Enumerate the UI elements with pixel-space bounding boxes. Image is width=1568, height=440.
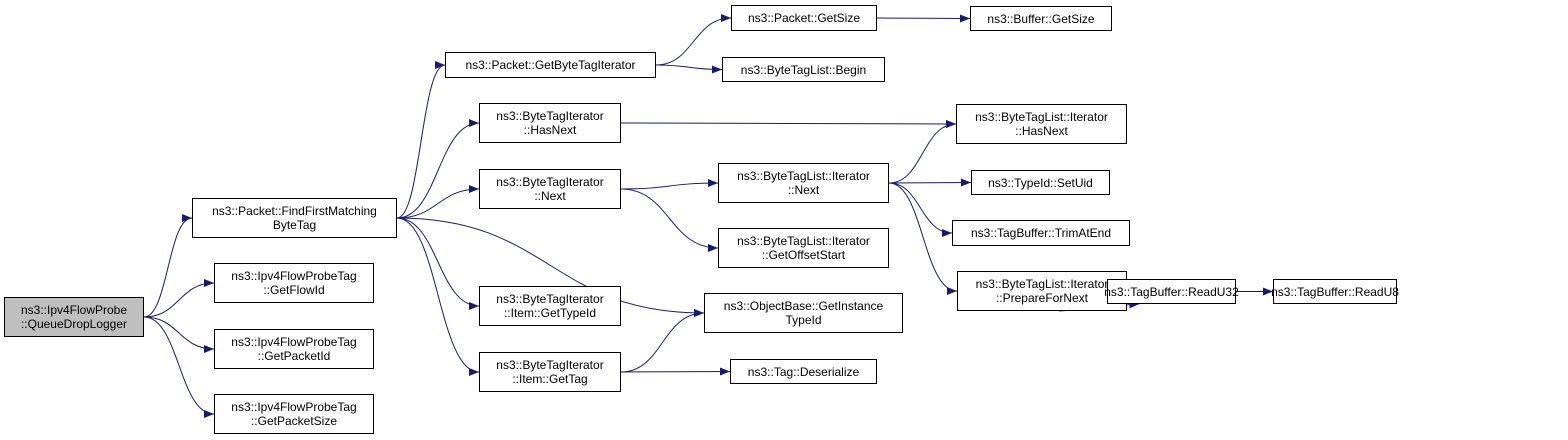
node-label-line: ByteTag	[272, 218, 317, 232]
node-label-line: ns3::ByteTagList::Iterator	[975, 277, 1109, 291]
node-label-line: ns3::ByteTagList::Begin	[740, 62, 867, 77]
node-trimatend[interactable]: ns3::TagBuffer::TrimAtEnd	[952, 220, 1130, 246]
edge-btl-next-to-btl-hasnext	[888, 120, 957, 184]
node-getpacketid[interactable]: ns3::Ipv4FlowProbeTag::GetPacketId	[214, 329, 374, 369]
edge-findfirst-to-bti-gettypeid	[396, 217, 480, 310]
edge-root-to-findfirst	[143, 214, 193, 318]
node-label-line: TypeId	[785, 313, 822, 327]
edge-bti-next-to-btl-next	[620, 179, 719, 190]
node-label-line: ns3::Packet::GetByteTagIterator	[465, 58, 636, 72]
edge-btl-next-to-typeid-setuid	[888, 178, 972, 187]
node-label-line: ::Item::GetTypeId	[503, 306, 597, 320]
node-label-line: ns3::ByteTagIterator	[496, 109, 604, 123]
node-bti-gettag[interactable]: ns3::ByteTagIterator::Item::GetTag	[479, 352, 621, 392]
node-label-line: ::HasNext	[1015, 124, 1068, 138]
node-label-line: ns3::ByteTagList::Iterator	[737, 234, 870, 248]
node-label-line: ns3::ByteTagIterator	[496, 175, 604, 189]
edge-findfirst-to-bti-hasnext	[396, 119, 480, 219]
edge-findfirst-to-bti-next	[396, 185, 480, 219]
edge-bti-gettag-to-getinstancetypeid	[620, 309, 705, 373]
edge-findfirst-to-getinstancetypeid	[396, 217, 705, 317]
node-label-line: ::HasNext	[523, 123, 577, 137]
node-btl-begin[interactable]: ns3::ByteTagList::Begin	[722, 57, 885, 82]
node-label-line: ns3::ByteTagList::Iterator	[975, 110, 1108, 124]
node-label-line: ns3::Buffer::GetSize	[987, 11, 1095, 26]
edge-getbytetagiter-to-packet-getsize	[655, 14, 732, 66]
node-label-line: ns3::ByteTagIterator	[496, 292, 604, 306]
node-label-line: ns3::Ipv4FlowProbeTag	[231, 400, 357, 414]
node-typeid-setuid[interactable]: ns3::TypeId::SetUid	[971, 170, 1110, 195]
node-label-line: ns3::TagBuffer::ReadU8	[1271, 284, 1399, 299]
node-getpacketsize[interactable]: ns3::Ipv4FlowProbeTag::GetPacketSize	[214, 394, 374, 434]
node-label-line: ns3::TagBuffer::ReadU32	[1104, 284, 1239, 299]
edge-root-to-getpacketsize	[143, 316, 215, 418]
edge-root-to-getpacketid	[143, 316, 215, 353]
edge-bti-next-to-btl-offset	[620, 188, 719, 252]
edge-btl-next-to-prepfornext	[888, 182, 958, 295]
node-label-line: ns3::Packet::GetSize	[747, 11, 861, 25]
node-bti-next[interactable]: ns3::ByteTagIterator::Next	[479, 169, 621, 209]
edge-bti-hasnext-to-btl-hasnext	[620, 119, 957, 128]
node-btl-next[interactable]: ns3::ByteTagList::Iterator::Next	[718, 163, 889, 203]
node-buffer-getsize[interactable]: ns3::Buffer::GetSize	[970, 6, 1112, 31]
node-label-line: ns3::Ipv4FlowProbeTag	[231, 335, 357, 349]
edge-packet-getsize-to-buffer-getsize	[876, 14, 971, 23]
node-label-line: ::QueueDropLogger	[20, 317, 128, 331]
node-label-line: ns3::ObjectBase::GetInstance	[723, 299, 884, 313]
node-label-line: ns3::ByteTagList::Iterator	[737, 169, 870, 183]
edge-findfirst-to-getbytetagiter	[396, 61, 446, 219]
node-root[interactable]: ns3::Ipv4FlowProbe::QueueDropLogger	[4, 297, 144, 337]
node-btl-hasnext[interactable]: ns3::ByteTagList::Iterator::HasNext	[956, 104, 1127, 144]
node-label-line: ::Next	[534, 189, 566, 203]
node-label-line: ::Next	[787, 183, 820, 197]
edge-btl-next-to-trimatend	[888, 182, 953, 237]
node-label-line: ns3::Ipv4FlowProbeTag	[231, 269, 357, 283]
node-label-line: ns3::Packet::FindFirstMatching	[212, 204, 377, 218]
node-label-line: ns3::TypeId::SetUid	[988, 175, 1093, 190]
node-bti-hasnext[interactable]: ns3::ByteTagIterator::HasNext	[479, 103, 621, 143]
node-label-line: ::GetFlowId	[263, 283, 325, 297]
node-tag-deserialize[interactable]: ns3::Tag::Deserialize	[730, 359, 877, 384]
node-label-line: ::GetPacketSize	[250, 414, 338, 428]
edge-bti-gettag-to-tag-deserialize	[620, 367, 731, 376]
node-label-line: ::GetPacketId	[257, 349, 331, 363]
node-btl-offset[interactable]: ns3::ByteTagList::Iterator::GetOffsetSta…	[718, 228, 889, 268]
edge-findfirst-to-bti-gettag	[396, 217, 480, 376]
node-label-line: ::PrepareForNext	[995, 291, 1089, 305]
node-bti-gettypeid[interactable]: ns3::ByteTagIterator::Item::GetTypeId	[479, 286, 621, 326]
edge-root-to-getflowid	[143, 279, 215, 318]
node-readu32[interactable]: ns3::TagBuffer::ReadU32	[1104, 279, 1239, 304]
node-label-line: ns3::ByteTagIterator	[496, 358, 604, 372]
node-label-line: ns3::TagBuffer::TrimAtEnd	[970, 226, 1112, 240]
node-getbytetagiter[interactable]: ns3::Packet::GetByteTagIterator	[445, 52, 656, 78]
node-label-line: ::Item::GetTag	[512, 372, 588, 386]
node-packet-getsize[interactable]: ns3::Packet::GetSize	[731, 5, 877, 31]
node-readu8[interactable]: ns3::TagBuffer::ReadU8	[1271, 279, 1399, 304]
node-label-line: ns3::Tag::Deserialize	[747, 364, 860, 379]
node-label-line: ns3::Ipv4FlowProbe	[20, 303, 128, 317]
node-prepfornext[interactable]: ns3::ByteTagList::Iterator::PrepareForNe…	[957, 271, 1127, 311]
node-getflowid[interactable]: ns3::Ipv4FlowProbeTag::GetFlowId	[214, 263, 374, 303]
edge-getbytetagiter-to-btl-begin	[655, 64, 723, 74]
node-label-line: ::GetOffsetStart	[761, 248, 846, 262]
